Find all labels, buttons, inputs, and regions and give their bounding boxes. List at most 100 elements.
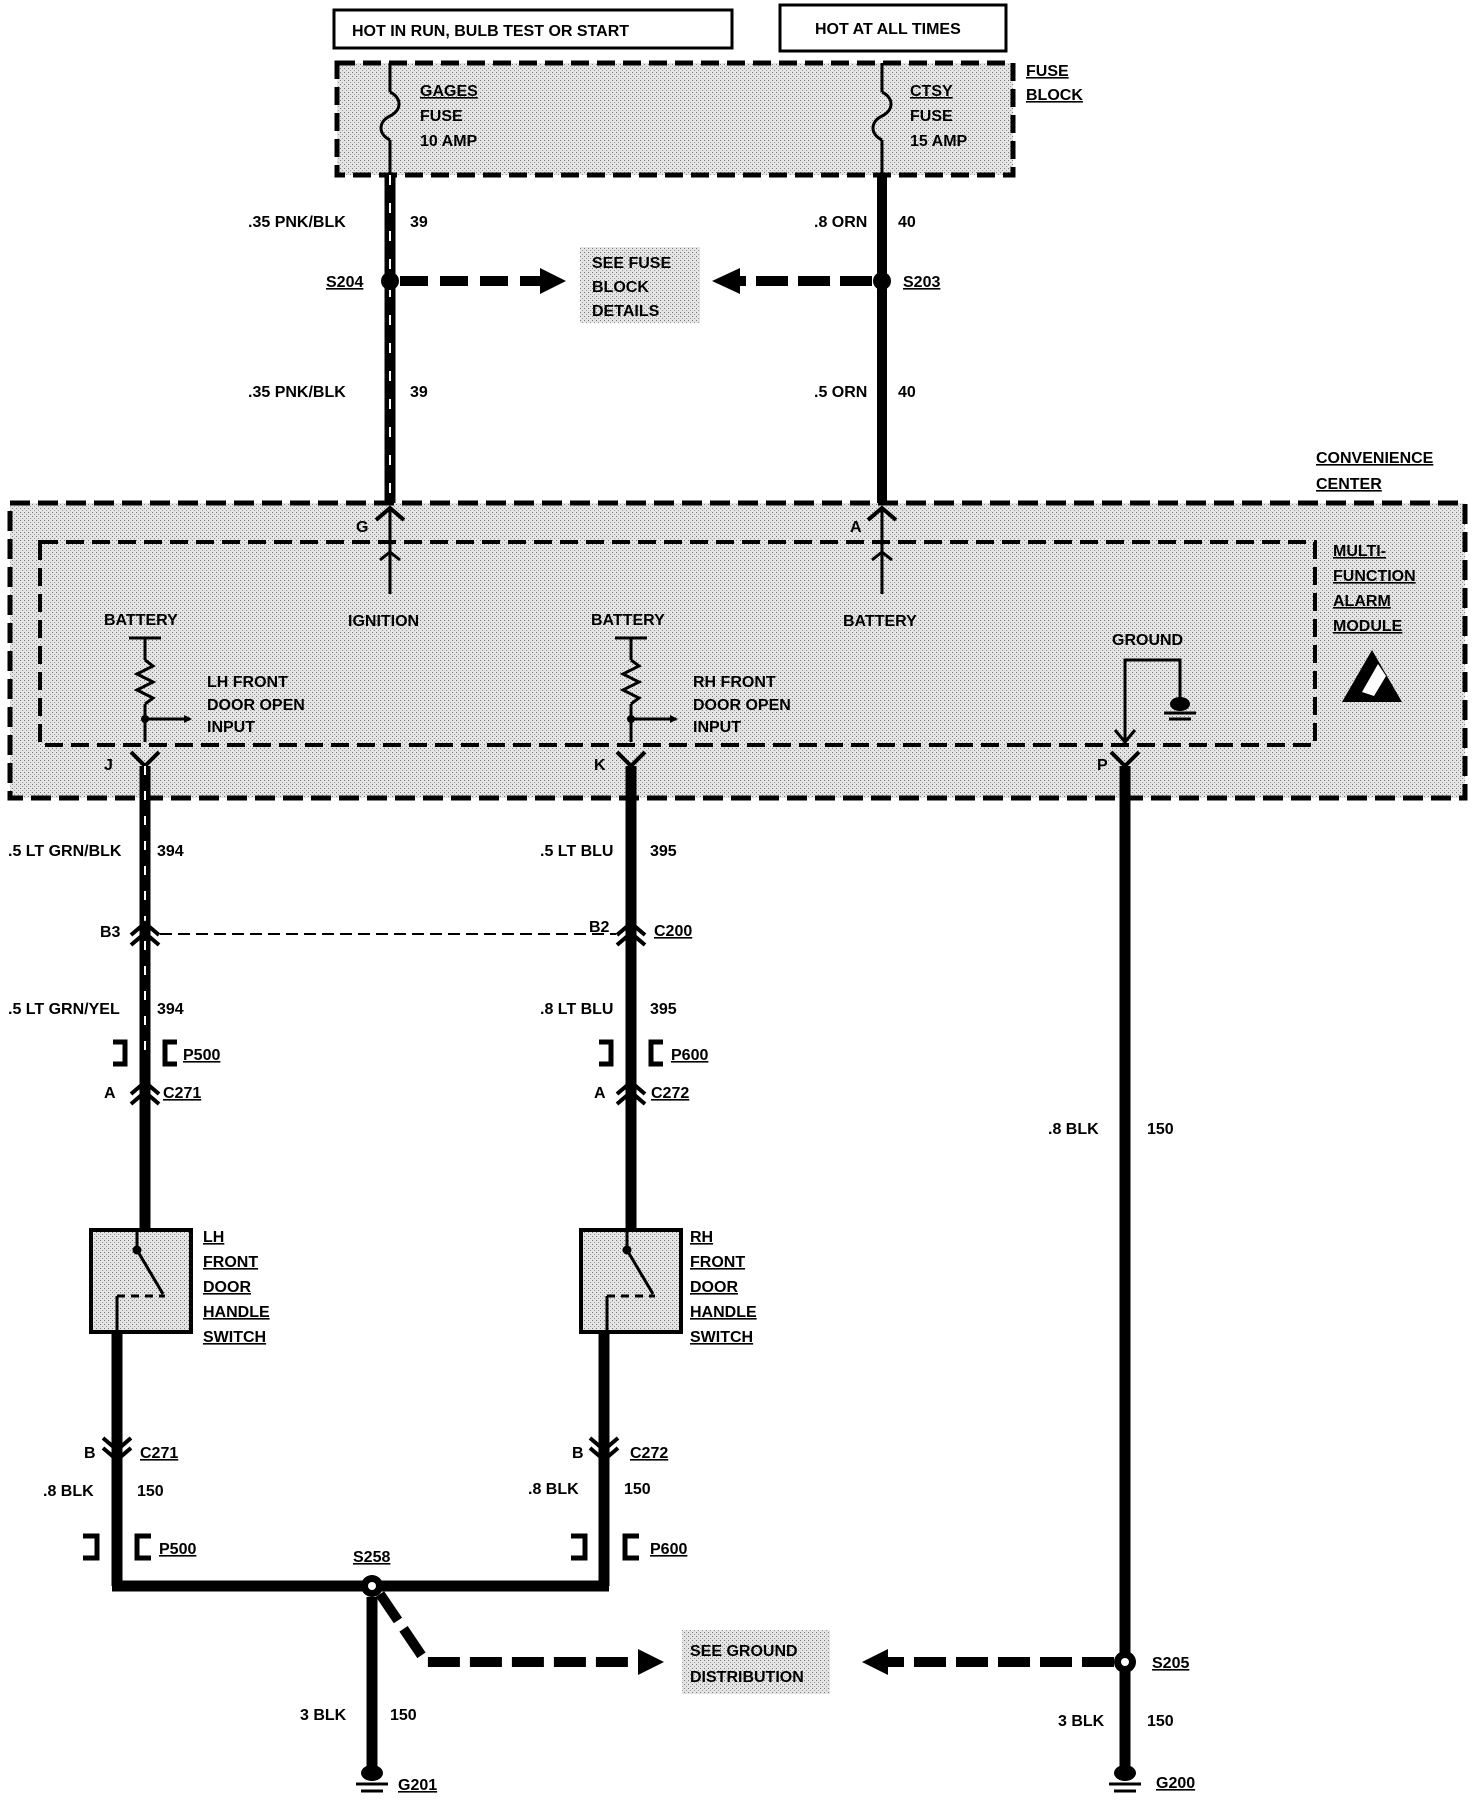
gages-fuse-symbol <box>379 90 401 142</box>
module-ground-arrow <box>1113 729 1137 745</box>
p500-upper-right <box>162 1039 177 1067</box>
wire-150-module-color: .8 BLK <box>1048 1121 1099 1138</box>
wire-150-lh-circuit: 150 <box>137 1483 164 1500</box>
pin-j-label: J <box>104 757 113 774</box>
p500-lower-right <box>134 1533 151 1561</box>
rh-switch-symbol <box>605 1230 655 1332</box>
rh-pullup-resistor <box>619 658 643 706</box>
see-ground-distribution-box <box>682 1630 830 1694</box>
lh-switch-label-2: FRONT <box>203 1254 258 1271</box>
c272-b-connector <box>588 1436 620 1463</box>
p600-lower-label: P600 <box>650 1541 687 1558</box>
wire-150-module-circuit: 150 <box>1147 1121 1174 1138</box>
fuse-block-label-1: FUSE <box>1026 63 1069 80</box>
splice-s204 <box>381 272 399 290</box>
rh-switch-label-4: HANDLE <box>690 1304 757 1321</box>
pin-g-label: G <box>356 519 368 536</box>
module-label-1: MULTI- <box>1333 543 1386 560</box>
power-source-run-box <box>332 8 734 50</box>
ctsy-fuse-label-1: CTSY <box>910 83 953 100</box>
ignition-input-arrow <box>379 550 401 562</box>
ctsy-fuse-label-3: 15 AMP <box>910 133 968 150</box>
c272-a-connector <box>615 1079 647 1106</box>
lh-door-handle-switch <box>89 1228 193 1334</box>
battery-a-label: BATTERY <box>843 613 917 630</box>
wire-395-top-circuit: 395 <box>650 843 677 860</box>
ctsy-fuse-symbol <box>871 90 893 142</box>
wire-394-bottom-circuit: 394 <box>157 1001 184 1018</box>
gages-fuse-label-2: FUSE <box>420 108 463 125</box>
c200-b2-label: B2 <box>589 919 610 936</box>
p600-upper-right <box>648 1039 663 1067</box>
rh-door-handle-switch <box>579 1228 683 1334</box>
wire-150-g200-circuit: 150 <box>1147 1713 1174 1730</box>
convenience-center-label-1: CONVENIENCE <box>1316 450 1434 467</box>
p600-upper-label: P600 <box>671 1047 708 1064</box>
module-ground-icon <box>1164 697 1196 721</box>
wire-150-g201-color: 3 BLK <box>300 1707 347 1724</box>
esd-warning-icon <box>1342 650 1402 702</box>
battery-a-input-arrow <box>871 550 893 562</box>
wire-395-bottom-circuit: 395 <box>650 1001 677 1018</box>
lh-switch-label-1: LH <box>203 1229 224 1246</box>
s205-reference-arrow <box>862 1649 888 1675</box>
c271-b-pin: B <box>84 1445 96 1462</box>
c272-a-label: C272 <box>651 1085 689 1102</box>
lh-switch-label-5: SWITCH <box>203 1329 266 1346</box>
see-fuse-block-line-1: SEE FUSE <box>592 255 671 272</box>
gages-fuse-label-3: 10 AMP <box>420 133 478 150</box>
c200-b3-label: B3 <box>100 924 121 941</box>
pin-a-label: A <box>850 519 862 536</box>
wire-394-top-circuit: 394 <box>157 843 184 860</box>
ground-g201-icon <box>356 1765 388 1793</box>
c272-b-pin: B <box>572 1445 584 1462</box>
fuse-block-label-2: BLOCK <box>1026 87 1083 104</box>
p500-upper-label: P500 <box>183 1047 220 1064</box>
s204-reference-arrow <box>540 268 566 294</box>
rh-switch-label-5: SWITCH <box>690 1329 753 1346</box>
fuse-block <box>334 60 1016 178</box>
wire-40-top-color: .8 ORN <box>814 214 867 231</box>
ground-g201-label: G201 <box>398 1777 437 1794</box>
wire-150-lh-color: .8 BLK <box>43 1483 94 1500</box>
module-ground-label: GROUND <box>1112 632 1183 649</box>
module-label-2: FUNCTION <box>1333 568 1416 585</box>
multi-function-alarm-module <box>38 540 1317 747</box>
lh-switch-symbol <box>115 1230 165 1332</box>
c271-a-connector <box>129 1079 161 1106</box>
power-source-run-label: HOT IN RUN, BULB TEST OR START <box>352 23 629 40</box>
lh-input-label-3: INPUT <box>207 719 255 736</box>
p500-lower-label: P500 <box>159 1541 196 1558</box>
pin-k-label: K <box>594 757 606 774</box>
c200-label: C200 <box>654 923 692 940</box>
wire-40-bottom-circuit: 40 <box>898 384 916 401</box>
see-fuse-block-line-3: DETAILS <box>592 303 660 320</box>
lh-switch-label-4: HANDLE <box>203 1304 270 1321</box>
wire-40-top-circuit: 40 <box>898 214 916 231</box>
ignition-label: IGNITION <box>348 613 419 630</box>
s258-reference-line <box>375 1591 636 1667</box>
gages-fuse-label-1: GAGES <box>420 83 478 100</box>
lh-battery-label: BATTERY <box>104 612 178 629</box>
c272-a-pin: A <box>594 1085 606 1102</box>
wire-150-g200-color: 3 BLK <box>1058 1713 1105 1730</box>
module-ground-lead <box>1123 658 1182 742</box>
splice-s205-center <box>1121 1658 1129 1666</box>
see-fuse-block-box <box>580 247 700 323</box>
c200-b2-connector <box>615 920 647 947</box>
ctsy-fuse-label-2: FUSE <box>910 108 953 125</box>
c271-b-connector <box>101 1436 133 1463</box>
c271-a-label: C271 <box>163 1085 201 1102</box>
wire-39-top-circuit: 39 <box>410 214 428 231</box>
wire-40-bottom-color: .5 ORN <box>814 384 867 401</box>
convenience-center-label-2: CENTER <box>1316 476 1382 493</box>
wire-39-top-color: .35 PNK/BLK <box>248 214 346 231</box>
c200-b3-connector <box>129 920 161 947</box>
splice-s205-label: S205 <box>1152 1655 1189 1672</box>
p500-lower-left <box>83 1533 100 1561</box>
c271-b-label: C271 <box>140 1445 178 1462</box>
c272-b-label: C272 <box>630 1445 668 1462</box>
module-label-3: ALARM <box>1333 593 1391 610</box>
see-ground-line-1: SEE GROUND <box>690 1643 798 1660</box>
